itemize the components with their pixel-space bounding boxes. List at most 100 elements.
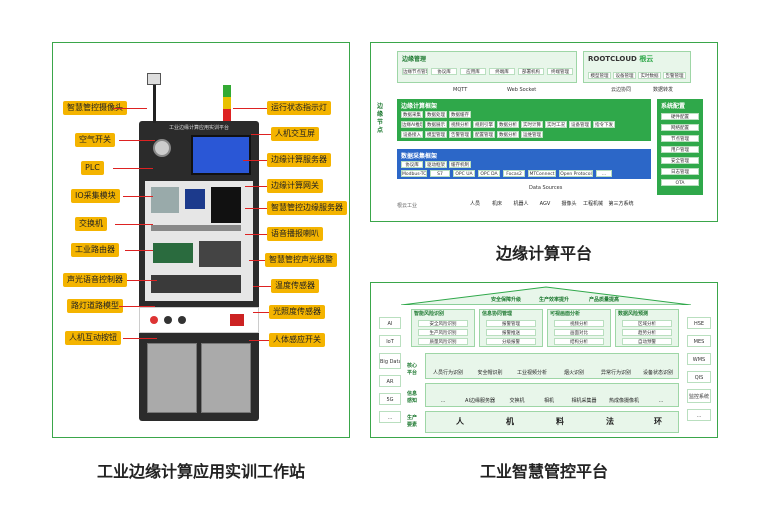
cabinet: 工业边缘计算应用实训平台 — [139, 121, 259, 421]
source-icon: 机床 — [491, 201, 502, 207]
group-item: 趋势分析 — [622, 329, 672, 336]
sense-row: ... AI边缘服务器 交换机 相机 相机采集器 热成像摄像机 ... — [425, 383, 679, 407]
edge-mgmt-title: 边缘管理 — [402, 56, 427, 63]
footer-brand: 根云工业 — [397, 203, 418, 209]
layer-label: 信息感知 — [407, 391, 418, 404]
callout-status-light: 运行状态指示灯 — [267, 101, 331, 115]
element-method: 法 — [606, 417, 614, 426]
edge-compute-chip: 实时计算 — [521, 121, 543, 128]
callout-mgmt-edge-server: 智慧管控边缘服务器 — [267, 201, 347, 215]
callout-camera: 智慧管控摄像头 — [63, 101, 127, 115]
source-icon: AGV — [539, 201, 551, 207]
acq-protocol: ... — [596, 170, 612, 177]
core-icon-label: 人员行为识别 — [432, 370, 463, 376]
edge-compute-chip: 告警管理 — [449, 131, 471, 138]
group-title: 可视画面分析 — [550, 311, 581, 317]
source-icon: 机器人 — [513, 201, 529, 207]
source-icon: 工程机械 — [582, 201, 603, 207]
acq-protocol: Focas2 — [503, 170, 525, 177]
sense-icon-label: ... — [658, 398, 664, 404]
protocol-mqtt: MQTT — [453, 87, 468, 93]
element-environment: 环 — [654, 417, 662, 426]
group-item: 视频分析 — [554, 320, 604, 327]
edge-compute-chip: 数据分析 — [497, 121, 519, 128]
data-acq-box: 数据采集框架 协议库 驱动框架 缓存机制 Modbus-TCP S7 OPC U… — [397, 149, 651, 179]
callout-edge-gateway: 边缘计算网关 — [267, 179, 323, 193]
sense-icon-label: 交换机 — [509, 398, 525, 404]
button-shelf — [139, 307, 259, 333]
mgmt-platform-panel: 安全保障升级 生产效率提升 产品质量提高 AI IoT Big Data AR … — [370, 282, 718, 438]
group-item: 安全风险识别 — [418, 320, 468, 327]
rootcloud-box: ROOTCLOUD 根云 模型管理 设备管理 实时数据 告警管理 — [583, 51, 691, 83]
hmi-screen — [191, 135, 251, 175]
edge-compute-chip: 数据采集 — [401, 111, 423, 118]
rootcloud-item: 实时数据 — [638, 72, 661, 79]
system-config-item: 日志管理 — [661, 168, 699, 175]
edge-compute-chip: 模型管理 — [425, 131, 447, 138]
callout-alarm: 智慧管控声光报警 — [265, 253, 337, 267]
edge-compute-chip: 数据展示 — [425, 121, 447, 128]
edge-platform-panel: 边缘管理 边缘节点管理 协议库 应用库 终端库 部署机构 终端管理 ROOTCL… — [370, 42, 718, 222]
callout-hmi-screen: 人机交互屏 — [271, 127, 319, 141]
system-config-item: 网络配置 — [661, 124, 699, 131]
rootcloud-item: 告警管理 — [663, 72, 686, 79]
layer-label: 生产要素 — [407, 415, 418, 428]
acq-protocol: S7 — [430, 170, 450, 177]
group-item: 生产风险识别 — [418, 329, 468, 336]
callout-edge-server: 边缘计算服务器 — [267, 153, 331, 167]
acq-chip: 驱动框架 — [425, 161, 447, 168]
acq-chip: 协议库 — [401, 161, 423, 168]
roof-shape — [401, 286, 691, 305]
acq-protocol: MTConnect — [528, 170, 556, 177]
system-config-item: 安全管理 — [661, 157, 699, 164]
group-item: 画面对比 — [554, 329, 604, 336]
edge-compute-chip: 视频分析 — [449, 121, 471, 128]
callout-speaker: 语音播报喇叭 — [267, 227, 323, 241]
core-icon-label: 安全帽识别 — [477, 370, 503, 376]
layer-label: 核心平台 — [407, 363, 418, 376]
acq-protocol: Open Protocol — [559, 170, 593, 177]
sense-icon-label: 相机采集器 — [571, 398, 597, 404]
core-icon-label: 烟火识别 — [563, 370, 584, 376]
acq-protocol: OPC DA — [478, 170, 500, 177]
edge-compute-chip: 边缘AI推理 — [401, 121, 423, 128]
right-tag: QIS — [687, 371, 711, 383]
data-sources-label: Data Sources — [529, 185, 563, 191]
edge-compute-chip: 指令下发 — [593, 121, 615, 128]
system-config-item: 用户管理 — [661, 146, 699, 153]
edge-node-label: 边缘节点 — [377, 103, 384, 134]
edge-mgmt-item: 协议库 — [431, 68, 457, 75]
callout-hmi-buttons: 人机互动按钮 — [65, 331, 121, 345]
roof-item: 安全保障升级 — [491, 297, 522, 303]
sense-icon-label: AI边缘服务器 — [465, 398, 495, 404]
group-box: 数据风险预测 区域分析 趋势分析 自动预警 — [615, 309, 679, 347]
edge-compute-chip: 配置管理 — [473, 131, 495, 138]
sense-icon-label: 相机 — [543, 398, 554, 404]
group-item: 区域分析 — [622, 320, 672, 327]
workstation-panel: 工业边缘计算应用实训平台 智慧管控摄像头 空气开关 PLC — [52, 42, 350, 438]
callout-io-module: IO采集模块 — [71, 189, 120, 203]
callout-air-switch: 空气开关 — [75, 133, 115, 147]
group-item: 自动预警 — [622, 338, 672, 345]
edge-compute-title: 边缘计算框架 — [401, 103, 438, 110]
left-tag: AI — [379, 317, 401, 329]
group-box: 智能风险识别 安全风险识别 生产风险识别 质量风险识别 — [411, 309, 475, 347]
callout-road-model: 路灯道路模型 — [67, 299, 123, 313]
sense-icon-label: 热成像摄像机 — [608, 398, 639, 404]
edge-compute-chip: 运维管理 — [521, 131, 543, 138]
source-icon: 人员 — [469, 201, 480, 207]
edge-compute-chip: 规则引擎 — [473, 121, 495, 128]
group-title: 智能风险识别 — [414, 311, 445, 317]
system-config-item: 硬件配置 — [661, 113, 699, 120]
element-machine: 机 — [506, 417, 514, 426]
left-tag: IoT — [379, 335, 401, 347]
edge-mgmt-box: 边缘管理 边缘节点管理 协议库 应用库 终端库 部署机构 终端管理 — [397, 51, 577, 83]
callout-voice-controller: 声光语音控制器 — [63, 273, 127, 287]
group-title: 数据风险预测 — [618, 311, 649, 317]
callout-switch: 交换机 — [75, 217, 107, 231]
cabinet-door-right — [201, 343, 251, 413]
group-item: 质量风险识别 — [418, 338, 468, 345]
cabinet-door-left — [147, 343, 197, 413]
sense-icon-label: ... — [440, 398, 446, 404]
right-tag: WMS — [687, 353, 711, 365]
